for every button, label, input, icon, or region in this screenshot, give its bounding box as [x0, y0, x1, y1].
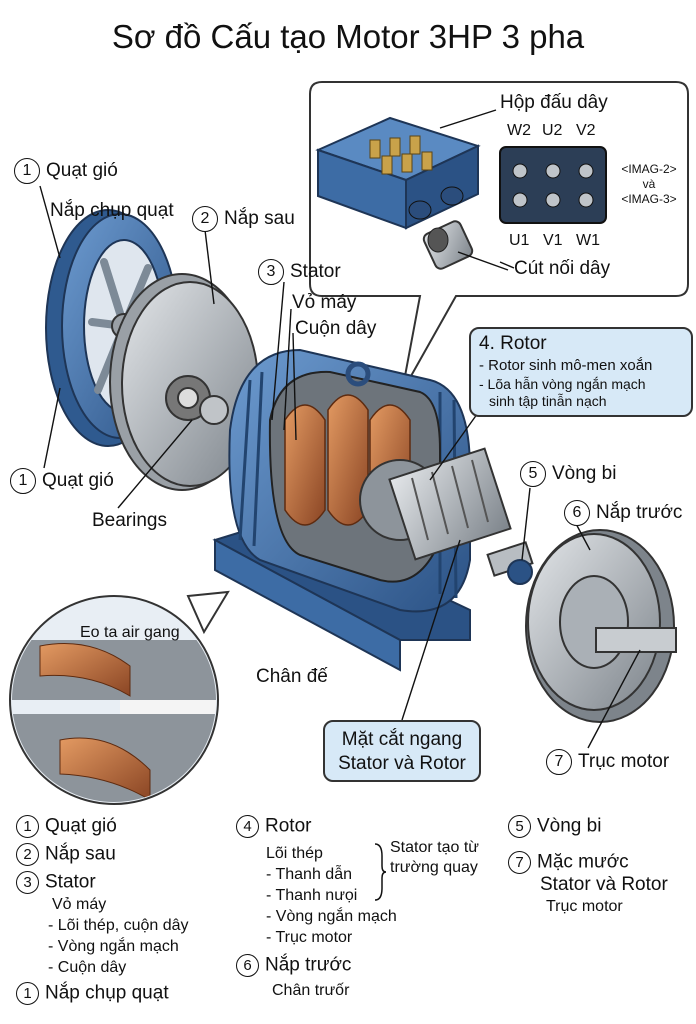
terminal-box-title: Hộp đấu dây	[500, 92, 608, 113]
terminal-ref-note: <IMAG-2> và <IMAG-3>	[621, 162, 677, 206]
rotor-callout-line: - Lõa hẫn vòng ngắn mạch	[479, 376, 646, 392]
label-vo-may: Vỏ máy	[292, 292, 357, 313]
terminal-bottom-2: W1	[576, 232, 600, 249]
motor-body-graphic	[212, 348, 471, 672]
terminal-box-graphic	[315, 116, 481, 230]
legend-brace	[374, 843, 387, 901]
cable-gland-graphic	[422, 220, 474, 270]
terminal-top-0: W2	[507, 122, 531, 139]
label-air-gap: Eo ta air gang	[80, 624, 180, 641]
terminal-bottom-1: V1	[543, 232, 563, 249]
terminal-top-1: U2	[542, 122, 563, 139]
page-title: Sơ đồ Cấu tạo Motor 3HP 3 pha	[111, 18, 585, 55]
rotor-callout-line: sinh tập tinẫn nạch	[489, 393, 607, 409]
rotor-callout: 4. Rotor - Rotor sinh mô-men xoắn - Lõa …	[469, 327, 693, 417]
terminal-top-2: V2	[576, 122, 596, 139]
label-cut-noi-day: Cút nối dây	[514, 258, 611, 279]
rotor-graphic	[359, 447, 534, 585]
rotor-callout-line: - Rotor sinh mô-men xoắn	[479, 357, 653, 374]
terminal-block-graphic	[499, 146, 607, 224]
label-bearings: Bearings	[92, 510, 167, 531]
legend-brace-note: Stator tạo từ trường quay	[390, 839, 479, 876]
rotor-callout-heading: 4. Rotor	[479, 333, 547, 354]
terminal-bottom-0: U1	[509, 232, 530, 249]
rear-cover-graphic	[109, 273, 259, 491]
label-nap-chup-quat: Nắp chụp quạt	[50, 200, 174, 221]
label-cuon-day: Cuộn dây	[295, 318, 377, 339]
cross-section-callout: Mặt cắt ngang Stator và Rotor	[323, 720, 481, 782]
front-cover-graphic	[525, 529, 677, 723]
lifting-eye	[345, 361, 371, 387]
label-chan-de: Chân đế	[256, 666, 328, 687]
